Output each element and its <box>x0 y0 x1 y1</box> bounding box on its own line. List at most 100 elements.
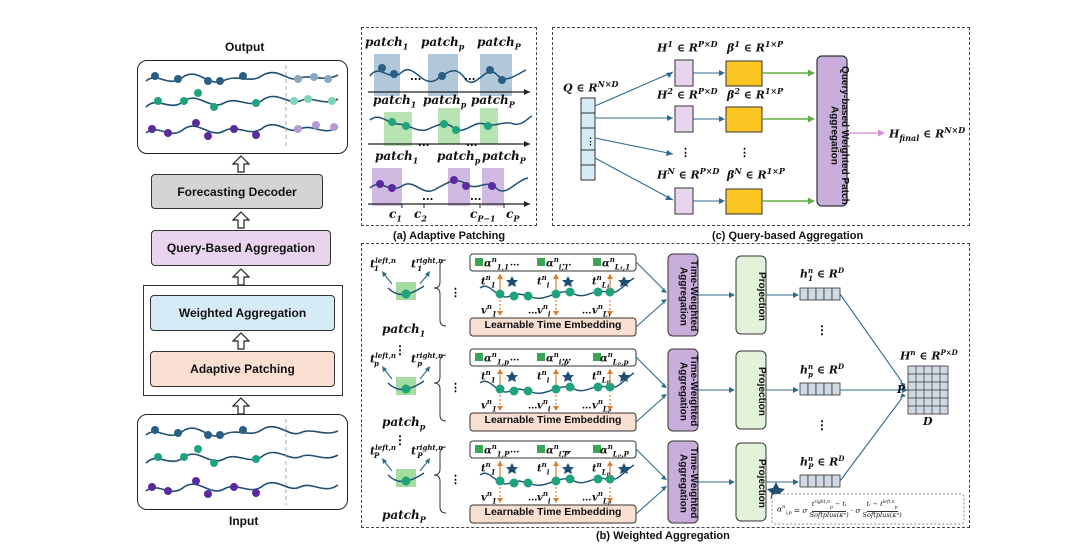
t-right-p: tright,np <box>411 351 444 368</box>
projection-P: Projection <box>756 458 767 508</box>
c1-label: c1 <box>389 207 402 224</box>
hN-label: HN ∈ RP×D <box>657 166 720 182</box>
v-L-rowp: vnLₚ <box>592 397 612 414</box>
t-i-rowp: tni <box>537 368 550 385</box>
panel-a-caption: (a) Adaptive Patching <box>393 230 506 242</box>
patch-p-label: patchp <box>437 149 481 166</box>
alpha-i-p: αni,p <box>546 350 569 367</box>
svg-text:⋮: ⋮ <box>816 418 828 432</box>
query-aggregation-box: Query-Based Aggregation <box>151 230 331 266</box>
svg-text:⋮: ⋮ <box>394 343 406 357</box>
weighted-patch-aggregation-label: Query-based Weighted Patch Aggregation <box>828 65 851 205</box>
learnable-time-embedding-1: Learnable Time Embedding <box>484 319 622 331</box>
hn-matrix-label: Hn ∈ RP×D <box>900 348 958 363</box>
projection-p: Projection <box>756 366 767 416</box>
t-left-p: tleft,np <box>370 351 396 368</box>
encoder-group <box>143 285 343 396</box>
patch-P-row-label: patchP <box>382 508 426 525</box>
h-final-label: Hfinal ∈ RN×D <box>889 125 966 143</box>
svg-text:...: ... <box>410 70 422 83</box>
up-arrow-icon <box>231 397 251 415</box>
d-dim-label: D <box>923 415 933 428</box>
time-weighted-aggregation-p: Time-Weighted Aggregation <box>677 355 700 427</box>
input-series-panel <box>137 414 348 510</box>
time-weighted-aggregation-P: Time-Weighted Aggregation <box>677 447 700 519</box>
beta2-label: β2 ∈ R1×P <box>727 86 784 102</box>
patch-1-label: patch1 <box>375 149 419 166</box>
output-label: Output <box>225 40 265 54</box>
h-p-label: hnp ∈ RD <box>800 362 845 379</box>
up-arrow-icon <box>231 211 251 229</box>
patch-1-row-label: patch1 <box>382 322 426 339</box>
t-1-row1: tn1 <box>481 273 496 290</box>
t-i-rowP: tni <box>537 460 550 477</box>
v-L-row1: vnL₁ <box>592 302 611 319</box>
patch-p-row-label: patchp <box>382 415 426 432</box>
weighted-aggregation-diagram: ⋮ ··· ··· ··· ··· ⋮ ⋮ ⋮ ⋮ <box>381 253 965 525</box>
t-1-rowp: tn1 <box>481 368 496 385</box>
svg-text:⋮: ⋮ <box>394 433 406 447</box>
adaptive-patching-box: Adaptive Patching <box>150 351 335 387</box>
patch-p-label: patchp <box>423 93 467 110</box>
c2-label: c2 <box>414 207 427 224</box>
beta1-label: β1 ∈ R1×P <box>727 39 784 55</box>
query-aggregation-diagram: ⋮ ⋮ ⋮ <box>580 55 885 215</box>
t-1-rowP: tn1 <box>481 460 496 477</box>
t-i-row1: tni <box>537 273 550 290</box>
patch-1-label: patch1 <box>365 35 409 52</box>
v-i-rowp: vni <box>537 397 551 414</box>
alpha-1-p: αn1,p <box>484 350 509 367</box>
t-L-rowp: tnLₚ <box>592 368 611 385</box>
panel-b-frame <box>361 243 970 528</box>
alpha-i-P: αni,P <box>546 442 570 459</box>
alpha-1-P: αn1,P <box>484 442 510 459</box>
input-series-plot <box>145 419 339 505</box>
alpha-1-1: αn1,1 <box>484 255 509 272</box>
svg-text:...: ... <box>466 136 478 149</box>
adaptive-patching-plot: ... ... ... ... ... ... <box>368 54 533 208</box>
output-series-panel <box>137 60 348 154</box>
output-series-plot <box>145 65 339 149</box>
up-arrow-icon <box>231 155 251 173</box>
svg-text:...: ... <box>464 70 476 83</box>
h2-label: H2 ∈ RP×D <box>657 86 718 102</box>
h-1-label: hn1 ∈ RD <box>800 266 845 283</box>
svg-text:⋮: ⋮ <box>586 136 595 147</box>
alpha-formula: αni,p = σ tright,np − tᵢ Softplus(κⁿ) · … <box>777 499 902 520</box>
v-1-rowP: vn1 <box>481 489 497 506</box>
v-1-rowp: vn1 <box>481 397 497 414</box>
panel-c-frame <box>552 27 970 226</box>
v-L-rowP: vnLₚ <box>592 489 612 506</box>
weighted-aggregation-box: Weighted Aggregation <box>150 295 335 331</box>
projection-1: Projection <box>756 271 767 321</box>
patch-P-label: patchP <box>477 35 521 52</box>
t-L-rowP: tnLₚ <box>592 460 611 477</box>
patch-P-label: patchP <box>471 93 515 110</box>
patch-p-label: patchp <box>421 35 465 52</box>
betaN-label: βN ∈ R1×P <box>727 166 785 182</box>
svg-text:⋮: ⋮ <box>739 146 750 159</box>
svg-text:...: ... <box>470 190 482 203</box>
patch-1-label: patch1 <box>373 93 417 110</box>
alpha-L-p: αnLₚ,p <box>600 350 629 367</box>
panel-b-caption: (b) Weighted Aggregation <box>596 530 730 542</box>
time-weighted-aggregation-1: Time-Weighted Aggregation <box>677 260 700 332</box>
input-label: Input <box>229 514 259 528</box>
h-P-label: hnP ∈ RD <box>800 454 845 471</box>
alpha-L-P: αnLₚ,P <box>600 442 629 459</box>
q-matrix-label: Q ∈ RN×D <box>563 79 619 95</box>
t-right-P: tright,nP <box>411 443 444 460</box>
learnable-time-embedding-p: Learnable Time Embedding <box>484 414 622 426</box>
v-i-row1: vni <box>537 302 551 319</box>
c-P-label: cP <box>506 207 520 224</box>
svg-text:...: ... <box>418 136 430 149</box>
v-1-row1: vn1 <box>481 302 497 319</box>
p-dim-label: P <box>897 383 906 396</box>
up-arrow-icon <box>231 332 251 350</box>
learnable-time-embedding-P: Learnable Time Embedding <box>484 506 622 518</box>
svg-text:⋮: ⋮ <box>680 146 691 159</box>
h1-label: H1 ∈ RP×D <box>657 39 718 55</box>
t-L-row1: tnL₁ <box>592 273 610 290</box>
up-arrow-icon <box>231 268 251 286</box>
t-right-1: tright,n1 <box>411 256 444 273</box>
